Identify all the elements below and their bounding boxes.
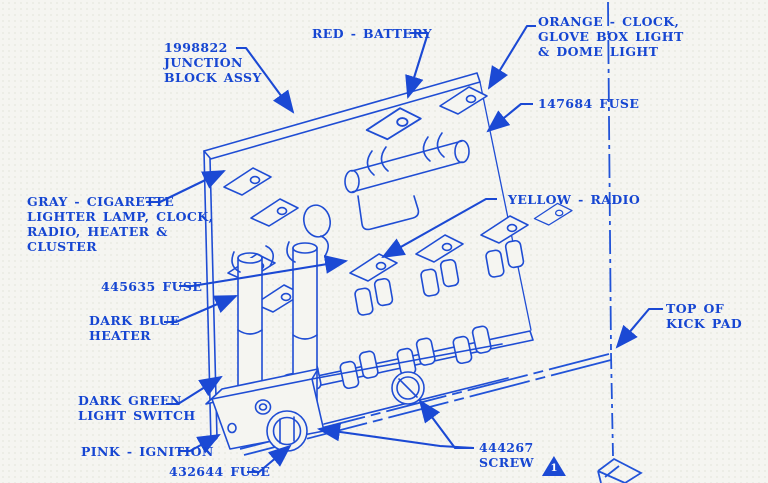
label-fuse-147684: 147684 FUSE <box>538 96 640 111</box>
leader-fuse-147684 <box>486 102 533 133</box>
label-orange-clock: ORANGE - CLOCK, GLOVE BOX LIGHT & DOME L… <box>538 14 684 59</box>
label-top-of-kick-pad: TOP OF KICK PAD <box>666 301 743 331</box>
leader-screw-2 <box>316 422 475 450</box>
label-red-battery: RED - BATTERY <box>312 26 433 41</box>
leader-top-of-kick-pad <box>615 307 663 349</box>
battery-fuse-assembly <box>344 86 488 231</box>
glass-fuse <box>266 410 308 452</box>
kick-pad-wedge <box>597 457 643 483</box>
label-dark-blue-heater: DARK BLUE HEATER <box>89 313 180 343</box>
label-gray-cigarette: GRAY - CIGARETTE LIGHTER LAMP, CLOCK, RA… <box>27 194 214 254</box>
warning-triangle-icon: 1 <box>541 456 566 476</box>
panel-hole <box>303 204 331 238</box>
leader-fuse-432644 <box>247 444 292 474</box>
left-terminal-tabs <box>223 167 303 313</box>
label-dark-green-light-switch: DARK GREEN LIGHT SWITCH <box>78 393 196 423</box>
label-fuse-432644: 432644 FUSE <box>169 464 271 479</box>
leader-junction-block <box>236 46 295 114</box>
screw-head <box>391 371 425 405</box>
leader-dark-blue-heater <box>164 295 238 324</box>
leader-red-battery <box>405 31 430 100</box>
leader-orange-clock <box>487 24 536 90</box>
leader-gray-cigarette <box>146 170 226 204</box>
leader-fuse-445635 <box>179 255 349 288</box>
leader-pink-ignition <box>178 433 221 454</box>
leader-yellow-radio <box>381 197 497 259</box>
label-junction-block: 1998822 JUNCTION BLOCK ASSY <box>164 40 262 85</box>
leader-dark-green-light-switch <box>166 375 223 406</box>
middle-fuse-clips <box>349 202 573 317</box>
label-pink-ignition: PINK - IGNITION <box>81 444 214 459</box>
leader-lines <box>146 24 663 474</box>
heater-cylinder <box>231 245 274 401</box>
label-fuse-445635: 445635 FUSE <box>101 279 203 294</box>
label-yellow-radio: YELLOW - RADIO <box>508 192 641 207</box>
